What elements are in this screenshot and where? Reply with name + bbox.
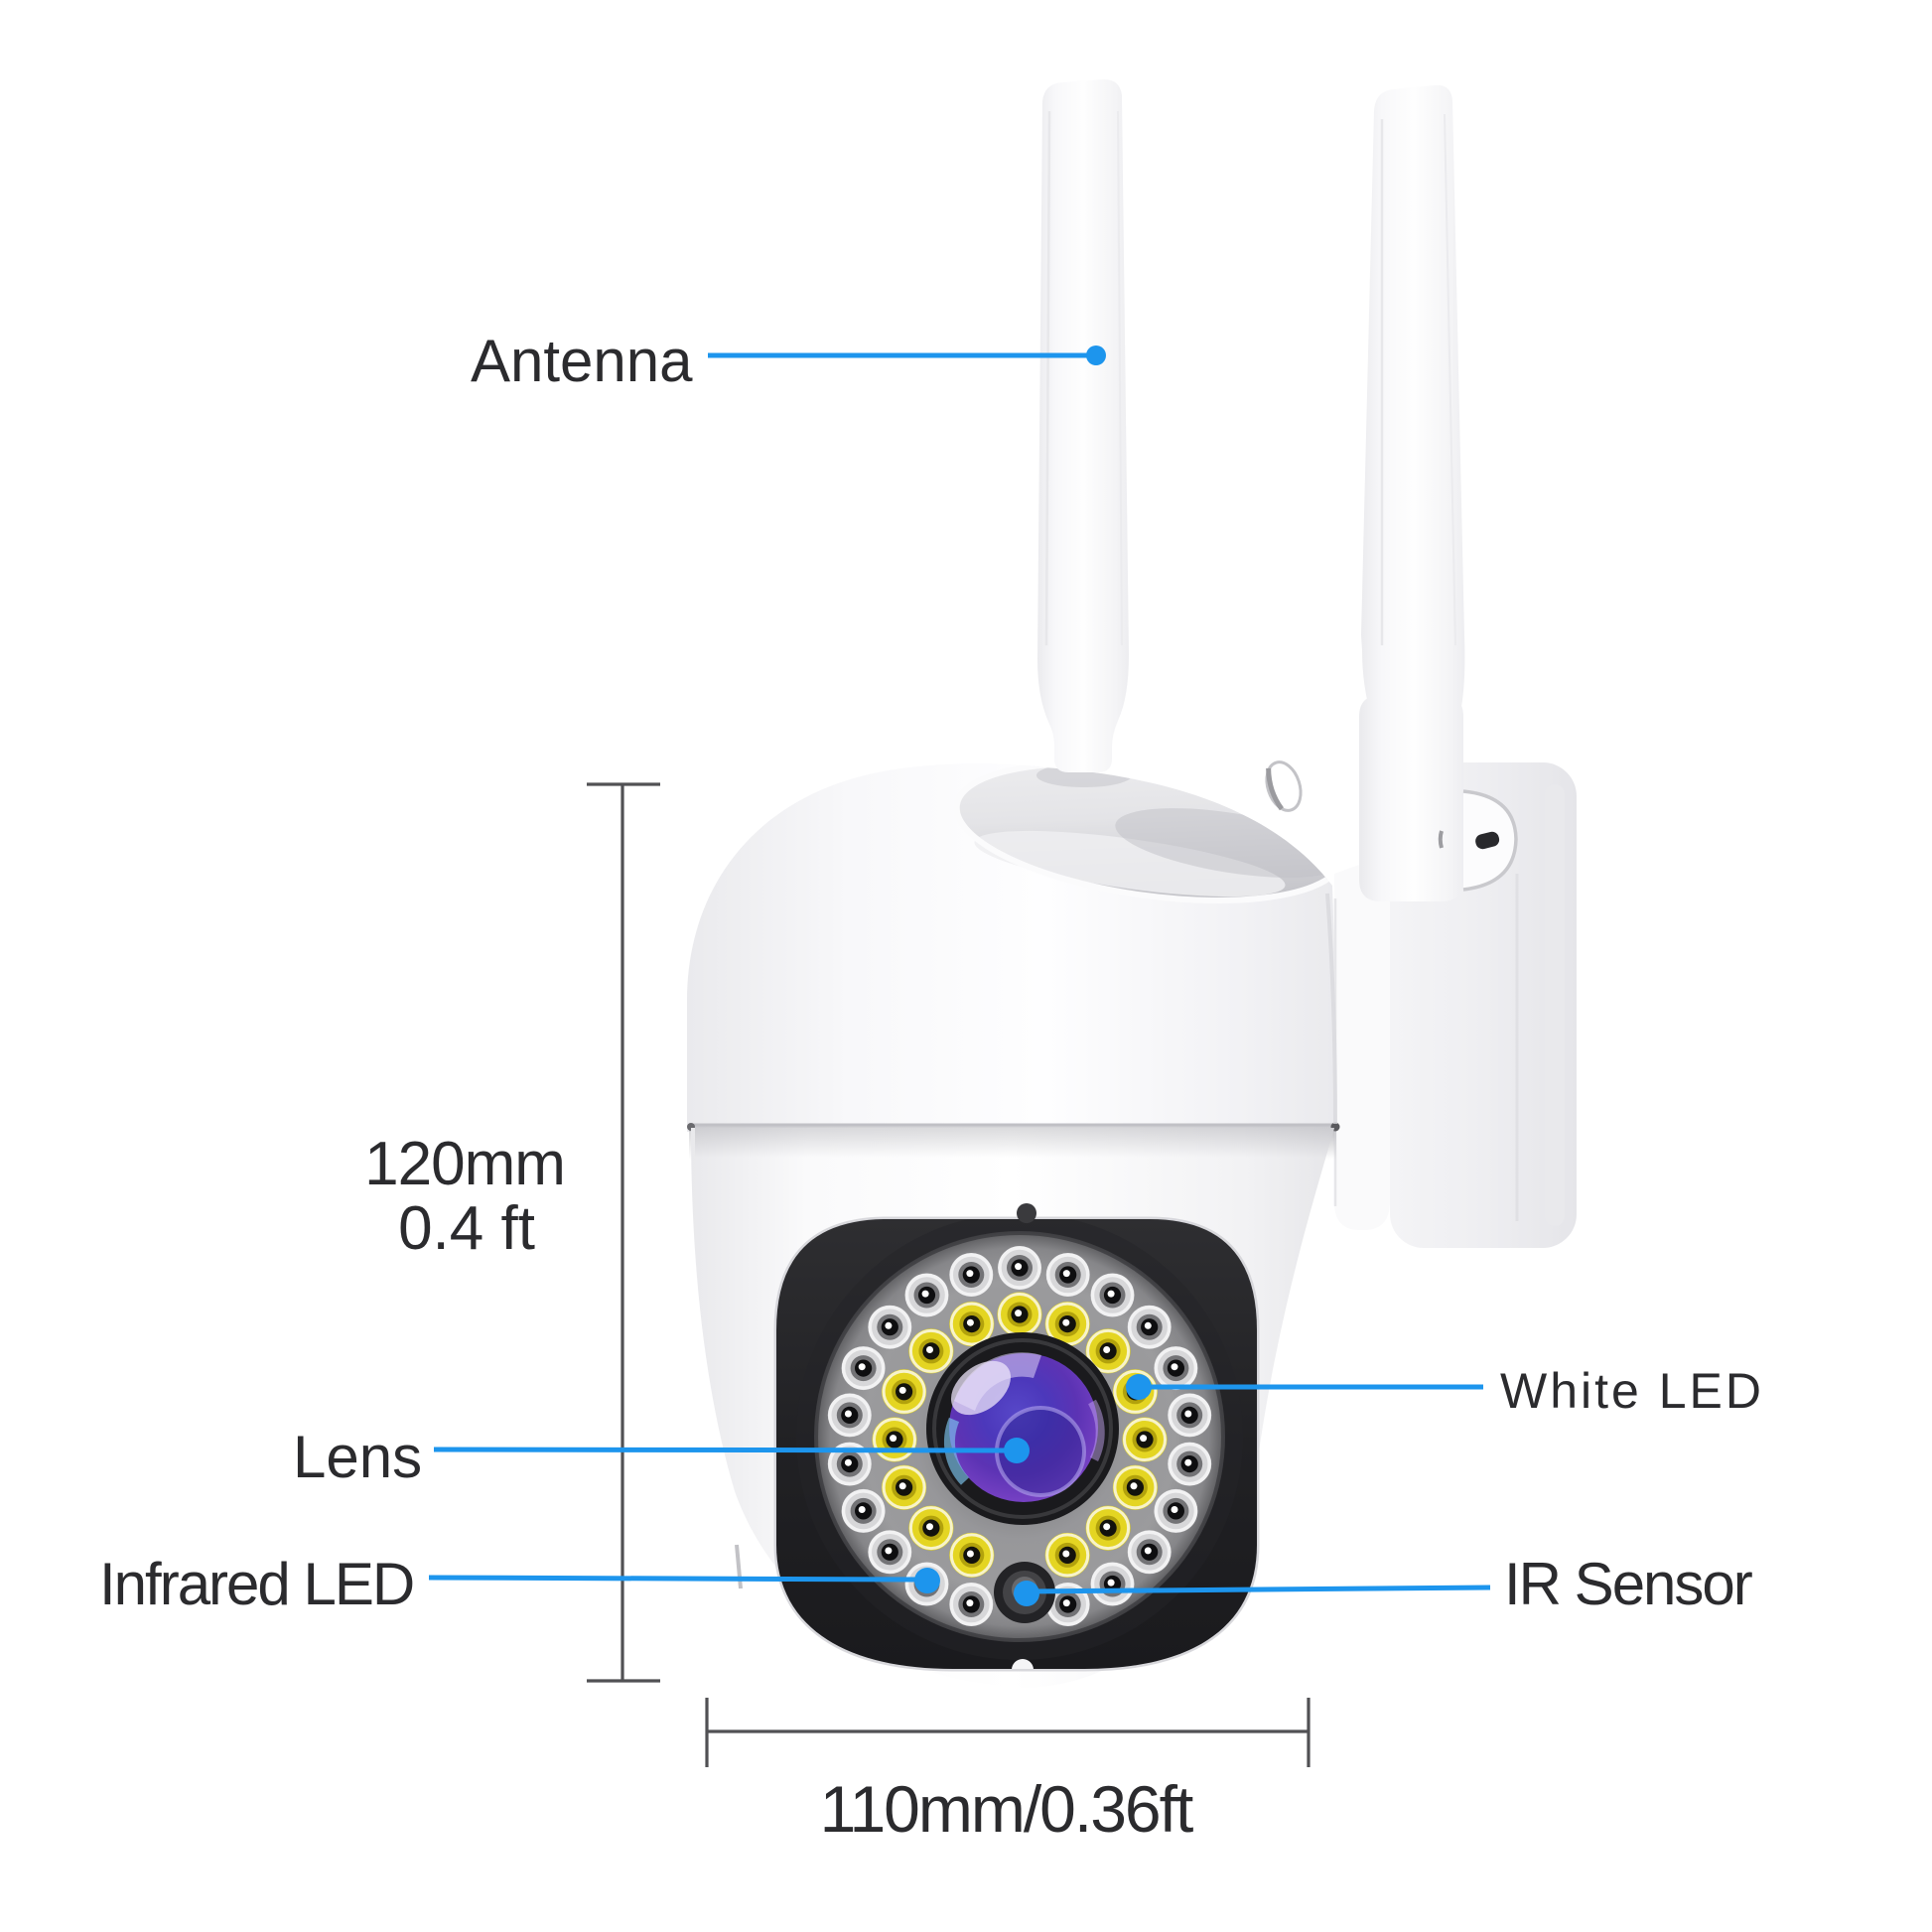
svg-text:0.4 ft: 0.4 ft	[398, 1194, 535, 1263]
svg-text:White LED: White LED	[1500, 1363, 1764, 1419]
svg-text:Infrared LED: Infrared LED	[99, 1551, 413, 1617]
svg-text:110mm/0.36ft: 110mm/0.36ft	[820, 1772, 1193, 1846]
svg-text:Antenna: Antenna	[471, 328, 693, 394]
svg-text:120mm: 120mm	[364, 1130, 565, 1198]
svg-text:Lens: Lens	[293, 1424, 422, 1490]
svg-text:IR Sensor: IR Sensor	[1504, 1551, 1752, 1617]
